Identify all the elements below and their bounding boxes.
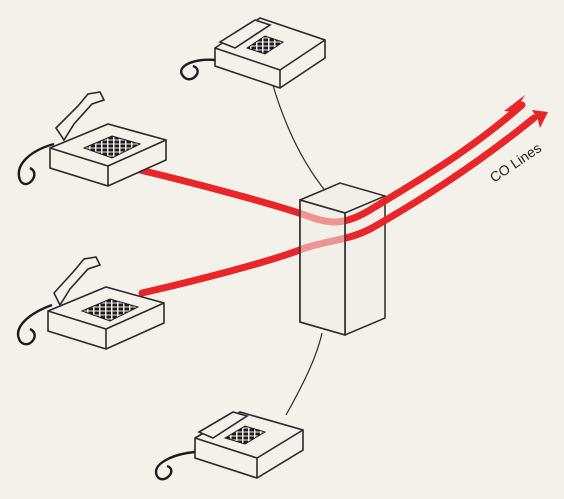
telephone-bottom [154,411,304,481]
co-arrows-icon [504,95,548,128]
telephone-lower-left [16,256,165,350]
switch-front-face [299,199,346,336]
wire-top-to-switch [271,81,328,194]
telephone-top [180,17,326,89]
telephone-upper-left [17,91,167,187]
wire-bottom-to-switch [285,332,323,416]
